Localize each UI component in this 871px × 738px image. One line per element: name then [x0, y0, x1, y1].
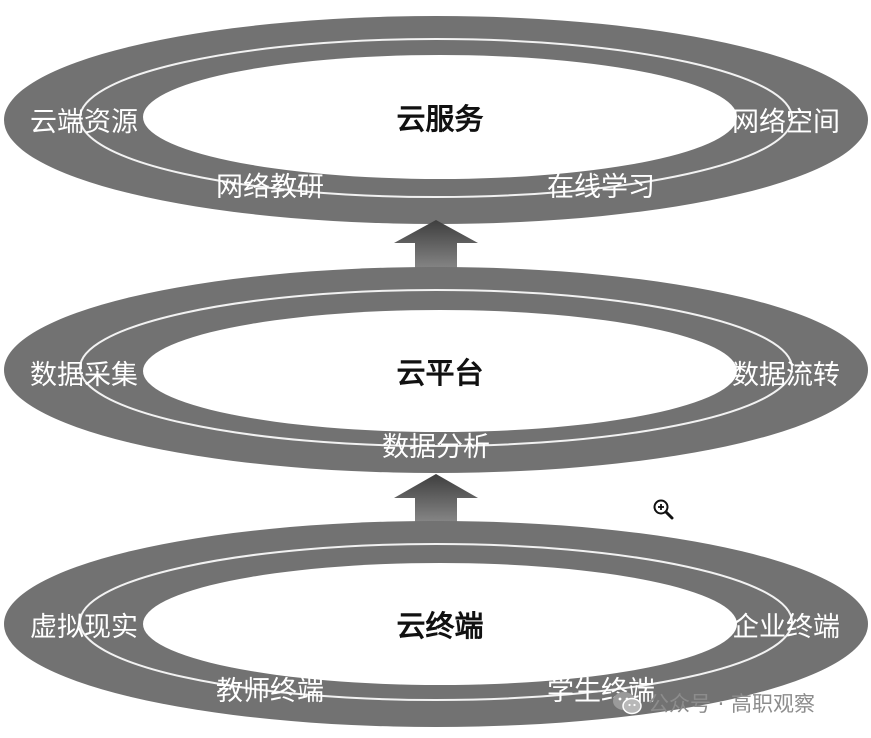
- label-data-transfer: 数据流转: [732, 360, 840, 391]
- label-data-collection: 数据采集: [30, 360, 138, 391]
- ring-cloud-terminal: 云终端 虚拟现实 企业终端 教师终端 学生终端: [4, 521, 868, 727]
- label-data-analysis: 数据分析: [382, 432, 490, 463]
- label-cloud-resource: 云端资源: [30, 107, 138, 138]
- ring-cloud-platform: 云平台 数据采集 数据流转 数据分析: [4, 267, 868, 473]
- label-online-learning: 在线学习: [547, 172, 655, 203]
- label-network-space: 网络空间: [732, 107, 840, 138]
- ring-title-platform: 云平台: [396, 356, 483, 390]
- ring-cloud-service: 云服务 云端资源 网络空间 网络教研 在线学习: [4, 16, 868, 224]
- watermark: 公众号 · 高职观察: [612, 688, 815, 718]
- watermark-text: 公众号 · 高职观察: [648, 692, 816, 716]
- ring-title-terminal: 云终端: [396, 609, 483, 643]
- arrow-up-top: [394, 220, 478, 272]
- ring-title-service: 云服务: [396, 102, 483, 136]
- label-network-research: 网络教研: [216, 172, 324, 203]
- arrow-up-bottom: [394, 474, 478, 525]
- label-enterprise-terminal: 企业终端: [732, 612, 840, 643]
- label-virtual-reality: 虚拟现实: [30, 612, 138, 643]
- wechat-icon: [613, 692, 642, 715]
- zoom-in-icon[interactable]: [652, 498, 674, 520]
- label-teacher-terminal: 教师终端: [216, 676, 324, 707]
